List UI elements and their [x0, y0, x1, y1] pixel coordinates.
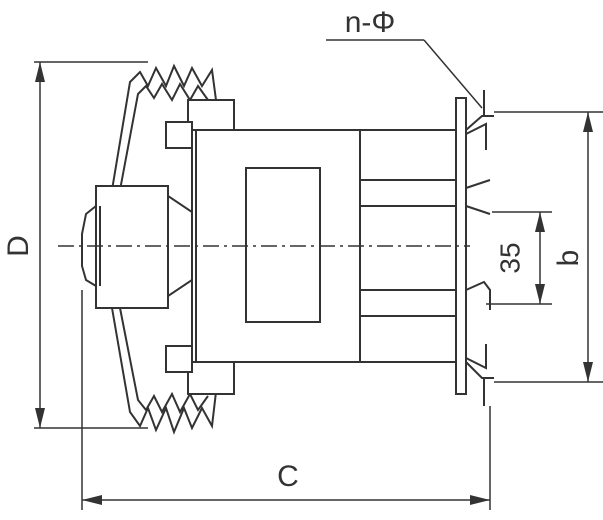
flange-bracket-top: [465, 115, 494, 150]
dim-C-arrow-left: [82, 495, 102, 505]
dimension-C: C: [81, 290, 491, 510]
hub-body: [95, 185, 193, 309]
housing-window: [245, 167, 321, 323]
flange-bracket-bottom: [465, 344, 494, 379]
clamp-bottom-tab: [165, 345, 193, 373]
clamp-top: [165, 99, 235, 149]
flange: [455, 90, 494, 406]
callout-leader: [423, 39, 483, 109]
flange-clip-lower: [465, 280, 491, 310]
dim-b-arrow-top: [583, 112, 593, 132]
bellows-upper-outer: [111, 63, 217, 191]
hub-nose: [81, 205, 97, 287]
bellows-boot: [111, 63, 217, 435]
bellows-lower-outer: [111, 307, 217, 435]
dim-35-label: 35: [494, 242, 525, 273]
dim-b-arrow-bottom: [583, 362, 593, 382]
dim-D-label: D: [2, 235, 35, 257]
dimension-D: D: [2, 61, 148, 429]
bellows-upper-inner: [119, 81, 209, 191]
dim-35-arrow-bottom: [535, 284, 545, 304]
clamp-bottom-outer: [187, 361, 235, 395]
bellows-lower-inner: [119, 307, 209, 415]
hub: [81, 185, 193, 309]
clamp-top-tab: [165, 121, 193, 149]
dim-D-arrow-top: [35, 62, 45, 82]
dim-b-label: b: [552, 250, 585, 267]
dimension-b: b: [494, 111, 603, 383]
dim-D-arrow-bottom: [35, 408, 45, 428]
dim-35-arrow-top: [535, 212, 545, 232]
dim-C-arrow-right: [470, 495, 490, 505]
dimension-35: 35: [486, 211, 552, 305]
hole-callout-label: n-Φ: [345, 6, 396, 39]
dim-C-label: C: [277, 460, 299, 493]
flange-clip-upper: [465, 179, 491, 215]
hole-callout: n-Φ: [326, 6, 483, 109]
